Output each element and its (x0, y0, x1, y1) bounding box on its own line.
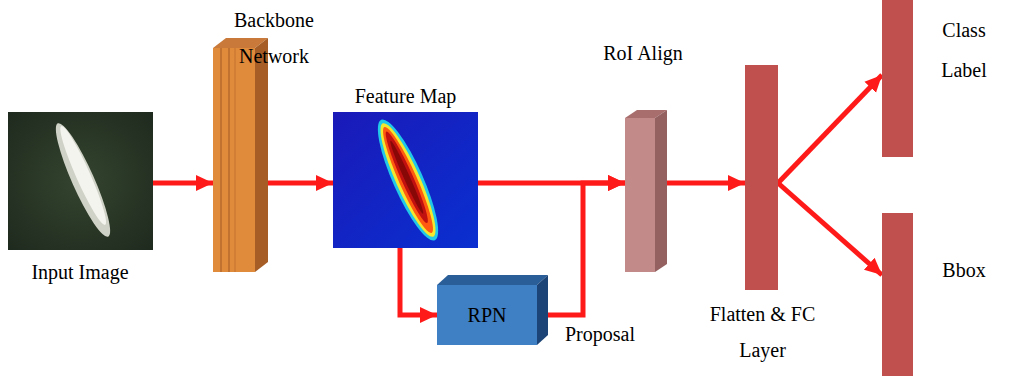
node-label: Flatten & FC Layer (700, 296, 825, 368)
fc-layer-bar-shape (745, 65, 778, 290)
feature-map-image-shape (333, 112, 478, 248)
flow-arrow (537, 183, 625, 315)
fc-layer-bar: Flatten & FC Layer (745, 65, 778, 290)
node-label: Bbox (923, 258, 1005, 282)
node-label: Backbone Network (222, 2, 326, 74)
backbone-block-shape (213, 38, 268, 272)
flow-arrow (778, 75, 882, 183)
flow-arrow (268, 181, 333, 186)
class-label-bar-shape (882, 0, 913, 157)
node-label: Class Label (923, 10, 1005, 90)
backbone-block: Backbone Network (213, 38, 268, 272)
rpn-box: RPN (437, 275, 548, 345)
edge-label: Proposal (563, 322, 637, 346)
node-label: Feature Map (328, 84, 483, 108)
flow-arrow (153, 181, 213, 186)
roi-align-slab-shape (625, 110, 667, 272)
feature-map-image: Feature Map (333, 112, 478, 248)
flow-arrow (778, 183, 882, 275)
node-label: Input Image (30, 254, 130, 290)
class-label-bar: Class Label (882, 0, 913, 157)
node-label: RPN (437, 285, 537, 345)
roi-align-slab: RoI Align (625, 110, 667, 272)
input-image-shape (8, 112, 153, 250)
bbox-bar-shape (882, 213, 913, 376)
node-label: RoI Align (588, 40, 698, 66)
flow-arrow (667, 181, 745, 186)
input-image: Input Image (8, 112, 153, 250)
bbox-bar: Bbox (882, 213, 913, 376)
flow-arrow (400, 248, 437, 315)
